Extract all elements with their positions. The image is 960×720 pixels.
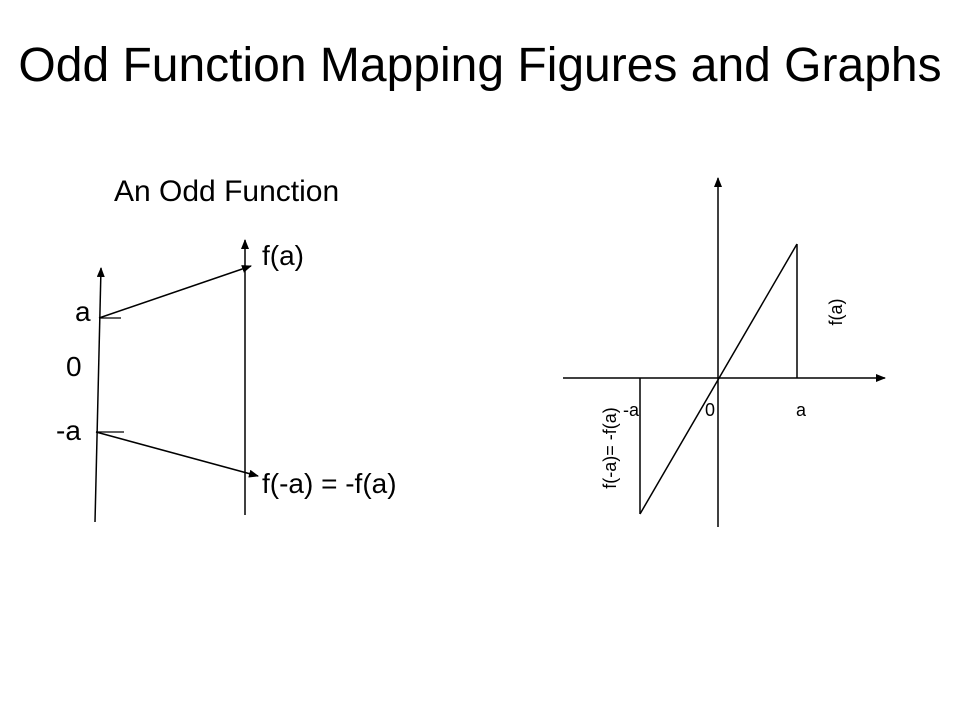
domain-label-neg-a: -a <box>56 415 81 446</box>
mapping-arrow-a-to-fa <box>98 265 252 319</box>
mapping-arrow-neg-a-to-f-neg-a <box>95 431 259 478</box>
graph-x-label-zero: 0 <box>705 400 716 420</box>
domain-axis <box>94 267 105 523</box>
domain-label-a: a <box>75 296 91 327</box>
graph-function-line <box>639 243 798 515</box>
graph-x-label-neg-a: -a <box>623 400 640 420</box>
range-label-f-neg-a: f(-a) = -f(a) <box>262 468 397 499</box>
graph-x-label-a: a <box>796 400 807 420</box>
range-label-fa: f(a) <box>262 240 304 271</box>
slide-title: Odd Function Mapping Figures and Graphs <box>18 39 942 92</box>
mapping-figure-heading: An Odd Function <box>114 175 340 208</box>
domain-label-zero: 0 <box>66 351 82 382</box>
